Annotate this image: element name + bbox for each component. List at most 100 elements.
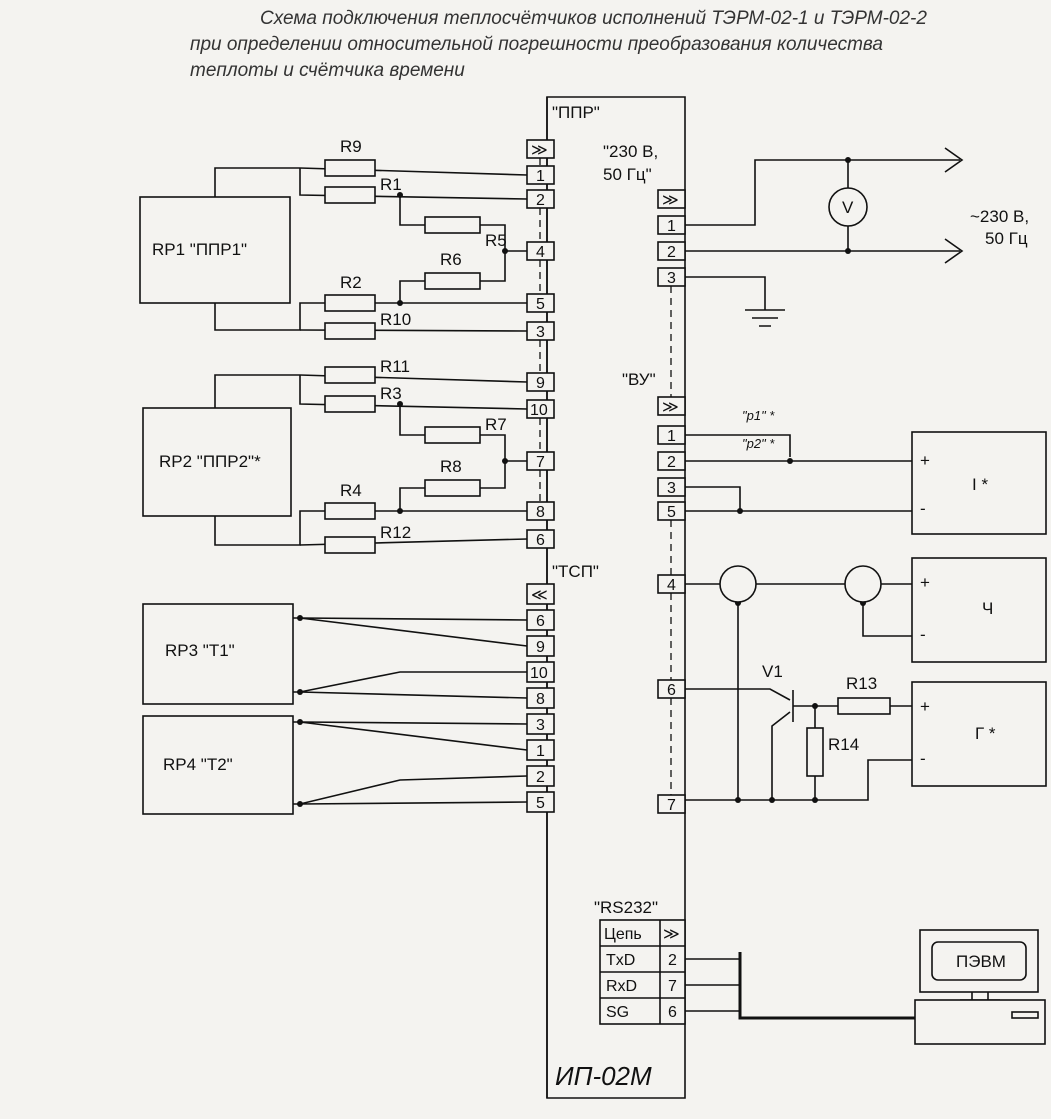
device-g-label: Г * xyxy=(975,724,996,743)
resistor-r10-label: R10 xyxy=(380,310,411,329)
rs232-header: Цепь xyxy=(604,926,642,943)
vu-connector: ≫ 1 2 3 5 4 6 7 xyxy=(657,286,686,814)
device-g-box xyxy=(911,681,1047,787)
pc-icon xyxy=(914,929,1046,1045)
resistor-r5 xyxy=(424,216,481,234)
resistor-r3 xyxy=(324,395,376,413)
vu-arrow: ≫ xyxy=(662,399,679,416)
vu-pin: 7 xyxy=(667,797,676,814)
device-ch-label: Ч xyxy=(982,599,993,618)
rs232-wiring xyxy=(685,952,915,1020)
connector-power-label: "230 В, xyxy=(603,142,658,161)
resistor-r10 xyxy=(324,322,376,340)
resistor-r12-label: R12 xyxy=(380,523,411,542)
ppr-arrow: ≫ xyxy=(531,142,548,159)
voltmeter-icon xyxy=(828,187,868,227)
resistor-r8-label: R8 xyxy=(440,457,462,476)
device-i-box xyxy=(911,431,1047,535)
power-pin: 2 xyxy=(667,244,676,261)
pc-label: ПЭВМ xyxy=(956,952,1006,971)
tsp-connector: ≪ 6 9 10 8 3 1 2 5 xyxy=(526,583,555,813)
connector-vu-label: "ВУ" xyxy=(622,370,656,389)
resistor-r14 xyxy=(806,727,824,777)
supply-label: ~230 В, xyxy=(970,207,1029,226)
device-g-plus: + xyxy=(920,697,930,716)
rs232-row-pin: 7 xyxy=(668,978,677,995)
device-ch-minus: - xyxy=(920,625,926,644)
sensor-rp2-label: RP2 "ППР2"* xyxy=(159,452,261,471)
tsp-pin: 10 xyxy=(530,665,548,682)
resistor-r6-label: R6 xyxy=(440,250,462,269)
rs232-table: Цепь ≫ TxD 2 RxD 7 SG 6 xyxy=(599,919,686,1025)
sensor-rp3-label: RP3 "Т1" xyxy=(165,641,235,660)
tsp-pin: 6 xyxy=(536,613,545,630)
vu-wiring xyxy=(685,434,912,803)
device-ch-box xyxy=(911,557,1047,663)
ppr-pin: 9 xyxy=(536,375,545,392)
tsp-pin: 1 xyxy=(536,743,545,760)
resistor-r7-label: R7 xyxy=(485,415,507,434)
connector-rs232-label: "RS232" xyxy=(594,898,658,917)
vu-pin: 2 xyxy=(667,454,676,471)
tsp-pin: 2 xyxy=(536,769,545,786)
rs232-row-name: SG xyxy=(606,1004,629,1021)
ppr-pin: 4 xyxy=(536,244,545,261)
resistor-r6 xyxy=(424,272,481,290)
vu-pin: 5 xyxy=(667,504,676,521)
vu-pin: 6 xyxy=(667,682,676,699)
vu-pin: 4 xyxy=(667,577,676,594)
resistor-r14-label: R14 xyxy=(828,735,859,754)
ppr-pin: 6 xyxy=(536,532,545,549)
vu-pin: 3 xyxy=(667,480,676,497)
device-i-plus: + xyxy=(920,451,930,470)
ppr-pin: 1 xyxy=(536,168,545,185)
connector-tsp-label: "ТСП" xyxy=(552,562,599,581)
transistor-v1-label: V1 xyxy=(762,662,783,681)
sensor-rp3-box xyxy=(142,603,294,705)
resistor-r13 xyxy=(837,697,891,715)
resistor-r1-label: R1 xyxy=(380,175,402,194)
sensor-rp4-label: RP4 "Т2" xyxy=(163,755,233,774)
ppr-connector: ≫ 1 2 4 5 3 9 10 7 8 6 xyxy=(526,139,555,549)
rs232-row-pin: 2 xyxy=(668,952,677,969)
title-line-3: теплоты и счётчика времени xyxy=(190,60,465,81)
power-pin: 1 xyxy=(667,218,676,235)
device-ch-plus: + xyxy=(920,573,930,592)
rs232-arrow: ≫ xyxy=(663,926,680,943)
tsp-pin: 5 xyxy=(536,795,545,812)
sensor-rp4-box xyxy=(142,715,294,815)
rs232-row-name: RxD xyxy=(606,978,637,995)
sensor-rp1-box xyxy=(139,196,291,304)
device-g-minus: - xyxy=(920,749,926,768)
power-pin: 3 xyxy=(667,270,676,287)
resistor-r3-label: R3 xyxy=(380,384,402,403)
connector-power-label-2: 50 Гц" xyxy=(603,165,652,184)
optocoupler-2-icon xyxy=(844,565,882,603)
ppr-pin: 7 xyxy=(536,454,545,471)
signal-p1-label: "p1" * xyxy=(742,408,775,423)
device-i-minus: - xyxy=(920,499,926,518)
ppr-pin: 8 xyxy=(536,504,545,521)
ppr-pin: 2 xyxy=(536,192,545,209)
resistor-r11 xyxy=(324,366,376,384)
signal-p2-label: "p2" * xyxy=(742,436,775,451)
tsp-pin: 3 xyxy=(536,717,545,734)
sensor-rp1-label: RP1 "ППР1" xyxy=(152,240,247,259)
sensor-rp2-box xyxy=(142,407,292,517)
tsp-arrow: ≪ xyxy=(531,587,548,604)
ppr-pin: 3 xyxy=(536,324,545,341)
rp2-wiring xyxy=(214,374,528,546)
voltmeter-label: V xyxy=(842,198,854,217)
resistor-r4 xyxy=(324,502,376,520)
resistor-r9-label: R9 xyxy=(340,137,362,156)
power-wiring xyxy=(685,147,964,327)
resistor-r12 xyxy=(324,536,376,554)
ppr-pin: 10 xyxy=(530,402,548,419)
title-line-2: при определении относительной погрешност… xyxy=(190,34,883,55)
power-connector: ≫ 1 2 3 xyxy=(657,189,686,287)
resistor-r9 xyxy=(324,159,376,177)
device-i-label: I * xyxy=(972,475,988,494)
tsp-pin: 8 xyxy=(536,691,545,708)
resistor-r2-label: R2 xyxy=(340,273,362,292)
